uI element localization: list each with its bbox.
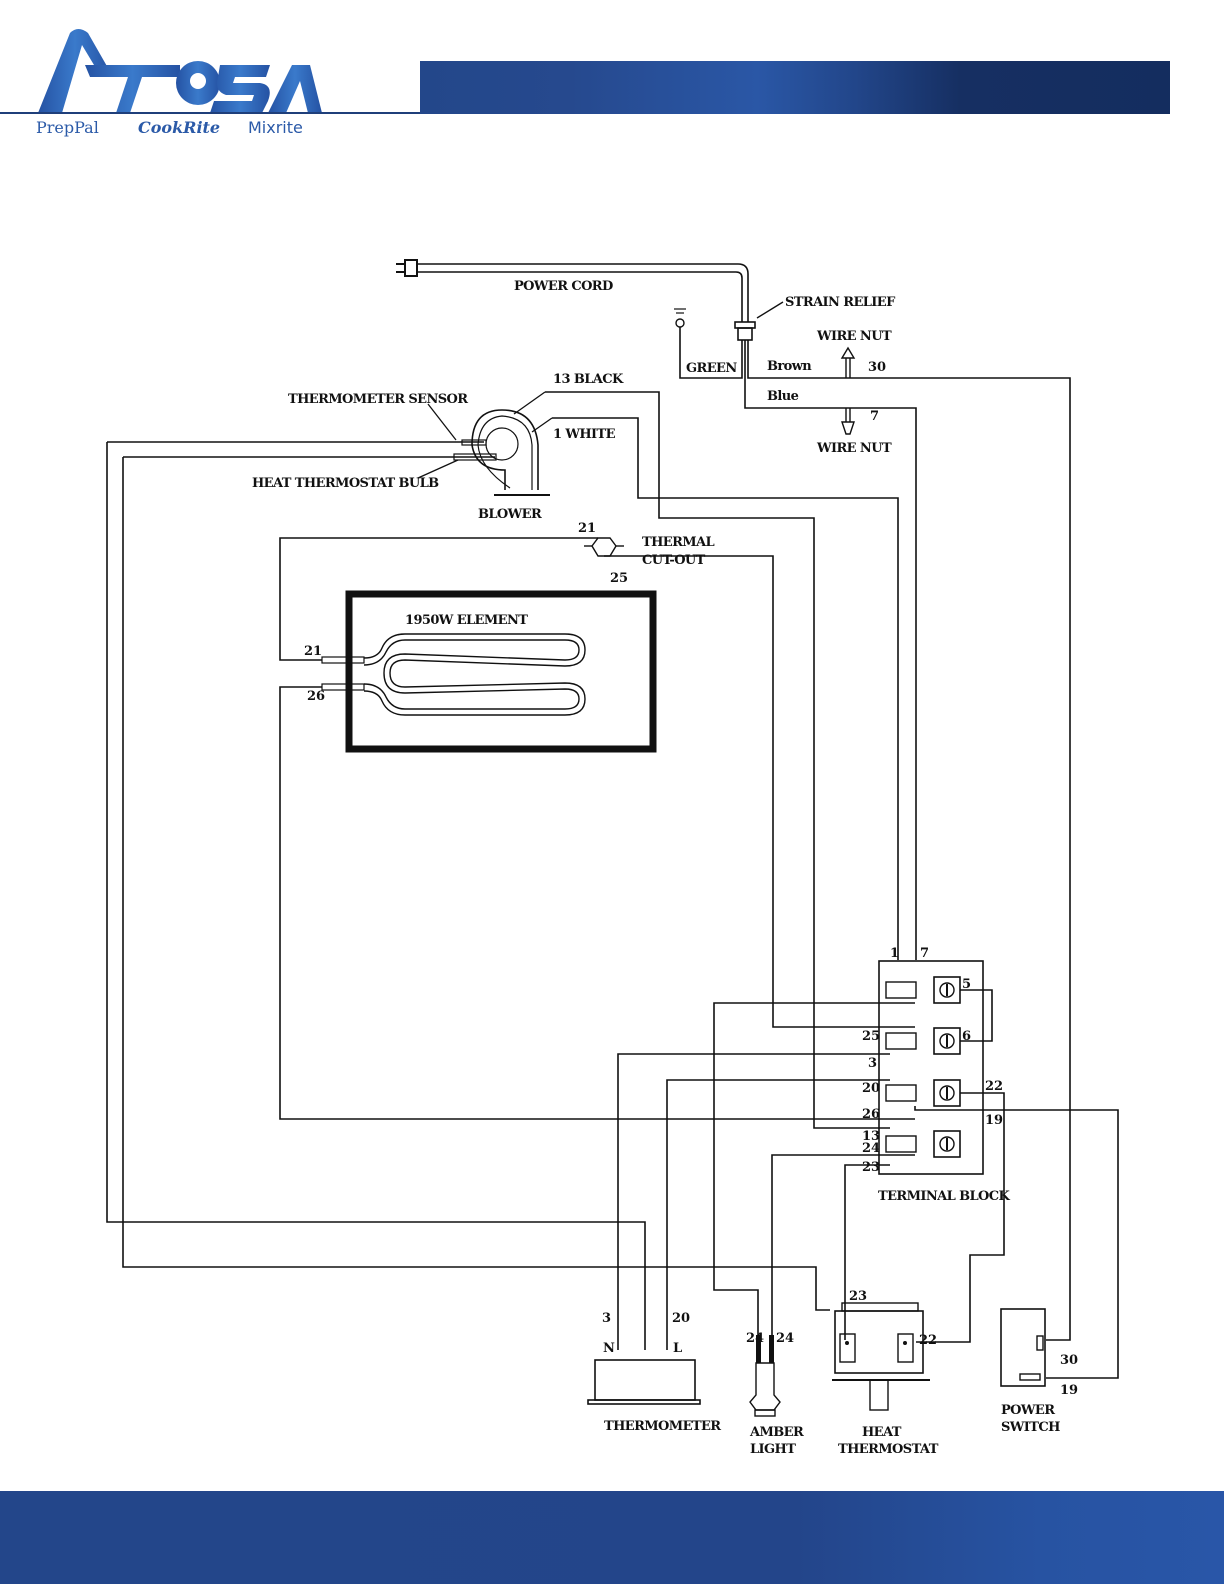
wire-19 [914,1106,1119,1379]
tb-num-6: 6 [962,1029,971,1044]
atosa-logo: PrepPal CookRite Mixrite [36,29,322,137]
heat-thermostat-icon [832,1302,930,1411]
label-strain-relief: STRAIN RELIEF [785,295,896,310]
wire-nut-top-icon [840,346,856,378]
footer-bar [0,1491,1224,1584]
tb-num-23: 23 [862,1160,880,1175]
tb-num-22: 22 [985,1079,1003,1094]
terminal-screw-icons [933,976,961,1158]
heating-element-icon [321,633,586,716]
amber-num-24b: 24 [776,1331,794,1346]
tb-num-24: 24 [862,1141,880,1156]
wire-num-element-26: 26 [307,689,325,704]
wire-21 [279,537,598,661]
thermostat-num-23: 23 [849,1289,867,1304]
wire-num-7: 7 [870,409,879,424]
tb-num-5: 5 [962,977,971,992]
wire-13-black [545,391,890,1129]
thermostat-num-22: 22 [919,1333,937,1348]
wire-20 [666,1079,890,1350]
element-enclosure [345,590,657,753]
wire-24b [771,1154,915,1335]
atosa-wordmark [38,29,322,113]
label-1-white: 1 WHITE [553,427,616,442]
switch-num-19: 19 [1060,1383,1078,1398]
label-wire-nut-top: WIRE NUT [816,329,892,344]
tb-num-20: 20 [862,1081,880,1096]
label-brown: Brown [767,359,812,374]
label-1950w-element: 1950W ELEMENT [405,613,528,628]
header-rule [0,112,420,114]
tb-num-25: 25 [862,1029,880,1044]
blower-icon [471,409,550,496]
power-plug-icon [396,259,418,277]
thermostat-bulb-wire [122,457,830,1311]
tb-num-19: 19 [985,1113,1003,1128]
label-blue: Blue [767,389,799,404]
tb-num-1: 1 [890,946,899,961]
label-thermostat: THERMOSTAT [838,1442,939,1457]
label-green: GREEN [686,361,737,376]
thermo-label-l: L [673,1341,682,1356]
wire-num-30: 30 [868,360,886,375]
wire-22 [916,1092,1005,1343]
wire-num-cutout-21: 21 [578,521,596,536]
wire-23 [844,1164,890,1340]
wire-1-white [552,417,899,960]
label-heat-thermostat-bulb: HEAT THERMOSTAT BULB [252,476,439,491]
tb-num-13: 13 [862,1129,880,1144]
wire-num-element-21: 21 [304,644,322,659]
label-thermometer-sensor: THERMOMETER SENSOR [288,392,468,407]
wire-num-cutout-25: 25 [610,571,628,586]
thermometer-icon [587,1359,701,1405]
thermo-num-20: 20 [672,1311,690,1326]
thermo-num-3: 3 [602,1311,611,1326]
label-power-cord: POWER CORD [514,279,613,294]
thermo-label-n: N [603,1341,615,1356]
label-light: LIGHT [750,1442,796,1457]
brand-mixrite: Mixrite [248,118,303,137]
brown-wire-30 [747,340,1071,1341]
blue-wire-7 [744,340,917,960]
label-terminal-block: TERMINAL BLOCK [878,1189,1010,1204]
tb-num-7: 7 [920,946,929,961]
wire-3 [617,1053,890,1350]
tb-num-3: 3 [868,1056,877,1071]
label-heat: HEAT [862,1425,902,1440]
wire-24a [713,1002,915,1335]
amber-num-24a: 24 [746,1331,764,1346]
ground-icon [674,308,686,335]
wire-25 [604,555,915,1028]
label-13-black: 13 BLACK [553,372,624,387]
label-thermometer: THERMOMETER [604,1419,721,1434]
jumper-5-6 [960,989,993,1042]
amber-light-icon [749,1335,781,1417]
brand-preppal: PrepPal [36,118,99,137]
strain-relief-icon [734,321,756,341]
tb-num-26: 26 [862,1107,880,1122]
terminal-block [878,960,984,1175]
label-wire-nut-bottom: WIRE NUT [816,441,892,456]
switch-num-30: 30 [1060,1353,1078,1368]
brand-cookrite: CookRite [138,118,220,137]
terminal-block-contacts [885,981,917,1153]
header-bar [420,61,1170,114]
label-amber: AMBER [749,1425,804,1440]
wire-nut-bottom-icon [841,408,855,435]
power-cord [417,263,749,322]
wire-26 [279,686,915,1120]
label-thermal: THERMAL [642,535,715,550]
thermal-cutout-icon [584,537,624,557]
power-switch-icon [1000,1308,1046,1387]
label-blower: BLOWER [478,507,542,522]
label-power: POWER [1001,1403,1055,1418]
thermometer-sensor-wire [106,442,646,1350]
label-switch: SWITCH [1001,1420,1060,1435]
